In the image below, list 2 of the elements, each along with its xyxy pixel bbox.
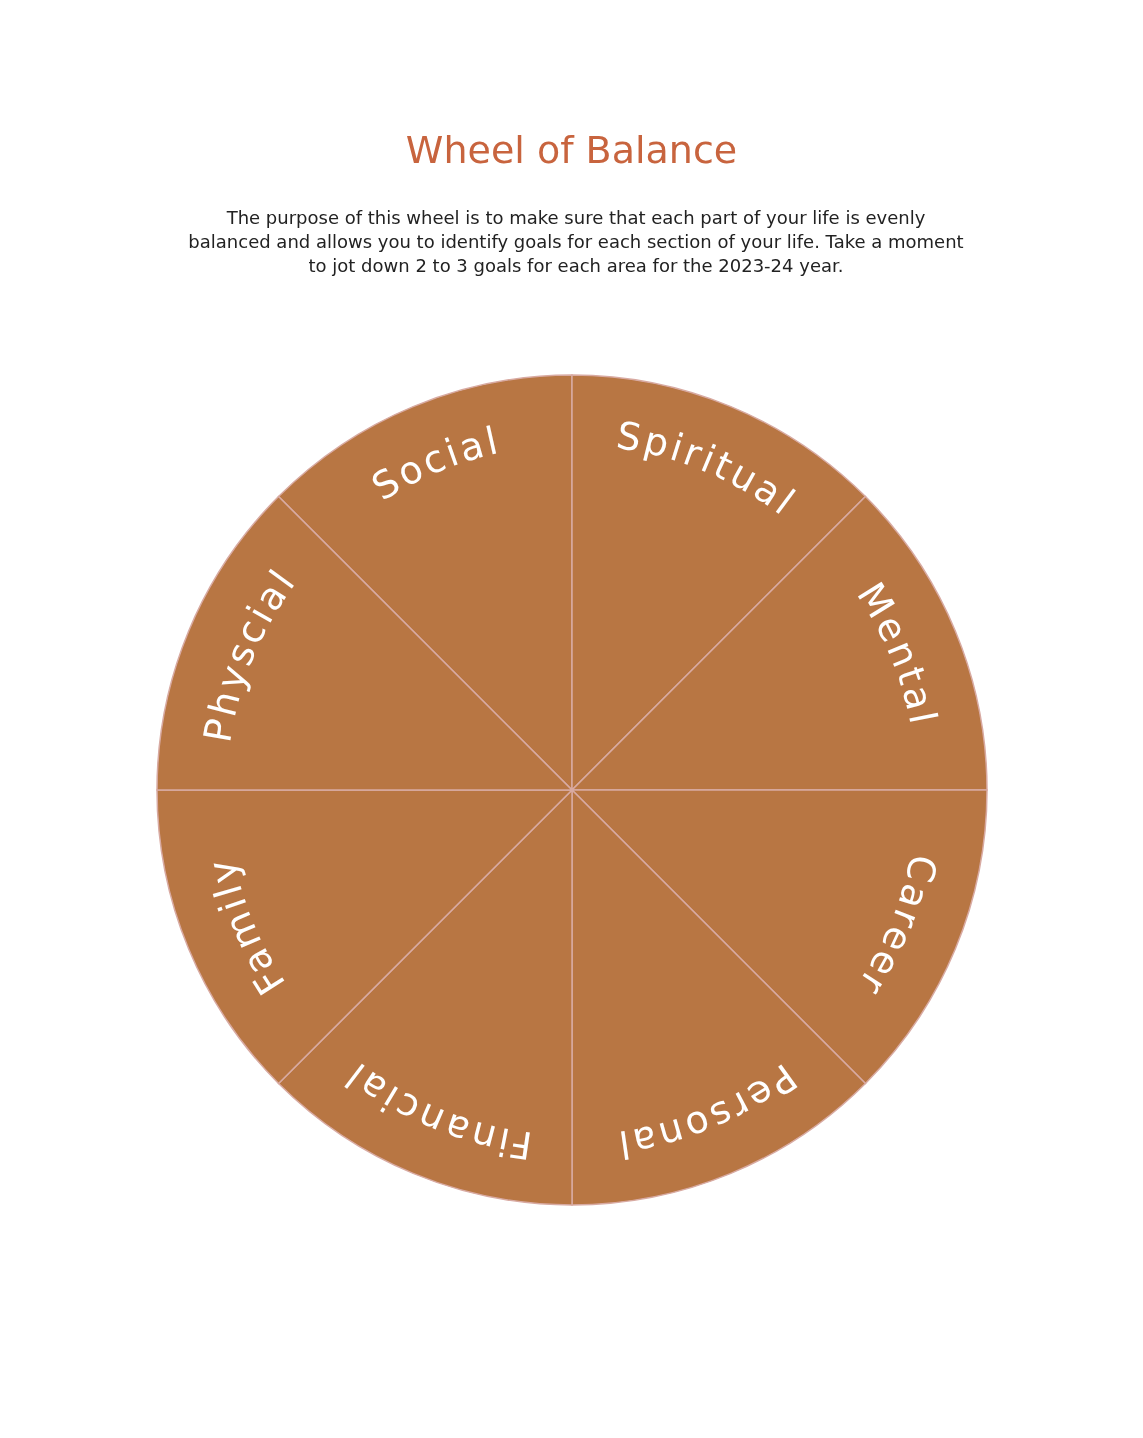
intro-paragraph: The purpose of this wheel is to make sure that each part of your life is evenly balanced and allows you to identify goals for each section of your life. Take a moment to jot down 2 to 3 goals for each area for the 2023-24 year. [187,206,965,278]
title: Wheel of Balance [404,128,739,172]
